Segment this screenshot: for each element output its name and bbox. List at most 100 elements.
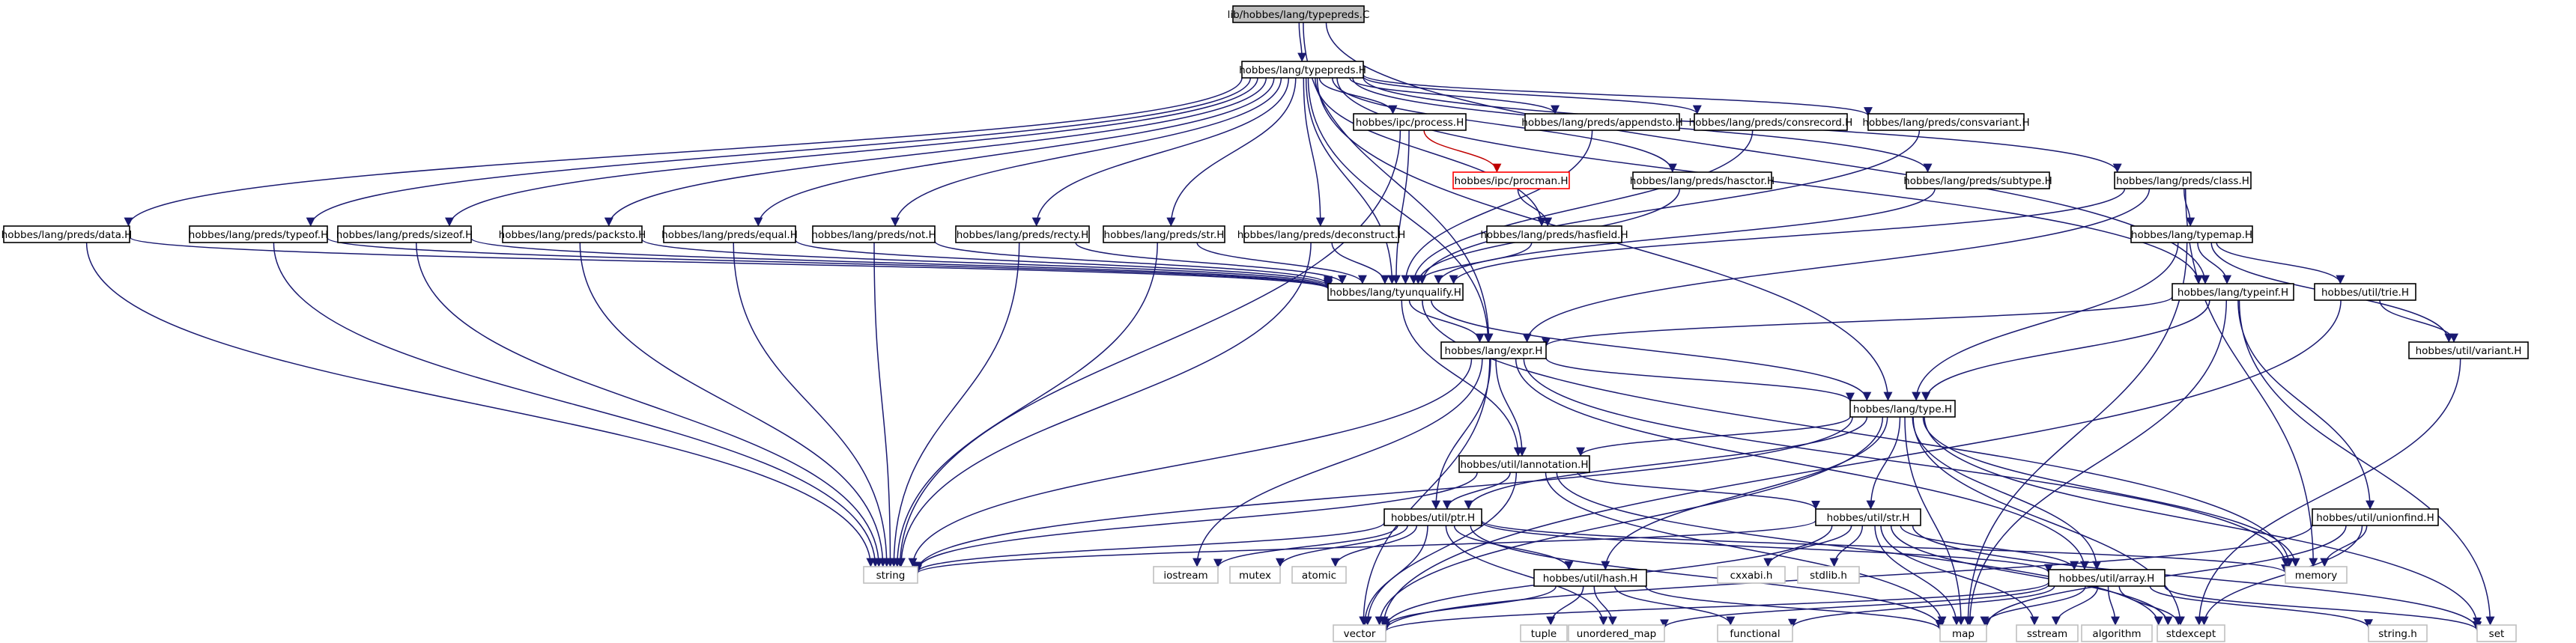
- node-equal[interactable]: hobbes/lang/preds/equal.H: [661, 225, 798, 243]
- node-expr[interactable]: hobbes/lang/expr.H: [1440, 341, 1547, 359]
- node-hasfield[interactable]: hobbes/lang/preds/hasfield.H: [1480, 225, 1628, 243]
- edge-tp-to-appendsto: [1349, 77, 1560, 115]
- node-not[interactable]: hobbes/lang/preds/not.H: [811, 225, 936, 243]
- edge-array-to-map: [1980, 585, 2086, 626]
- node-label-decon: hobbes/lang/preds/deconstruct.H: [1237, 229, 1406, 241]
- edge-ptr-to-array: [1481, 521, 2053, 573]
- node-label-array: hobbes/util/array.H: [2059, 573, 2155, 585]
- node-array[interactable]: hobbes/util/array.H: [2048, 569, 2166, 587]
- node-hasctor[interactable]: hobbes/lang/preds/hasctor.H: [1630, 171, 1775, 189]
- edge-ustr-to-map: [1874, 525, 1961, 626]
- node-label-stdexcept: stdexcept: [2166, 628, 2216, 640]
- node-box-stdlib: [1797, 566, 1860, 584]
- node-typeof[interactable]: hobbes/lang/preds/typeof.H: [189, 225, 328, 243]
- edge-type-to-map: [1904, 416, 1966, 626]
- node-box-sstream: [2016, 624, 2079, 642]
- node-typeinf[interactable]: hobbes/lang/typeinf.H: [2172, 283, 2294, 301]
- edge-type-to-set: [1924, 416, 2482, 627]
- node-label-hasfield: hobbes/lang/preds/hasfield.H: [1480, 229, 1628, 241]
- node-box-annot: [1458, 455, 1590, 473]
- edge-tp-to-process: [1318, 77, 1398, 115]
- edge-unionfind-to-map: [1982, 525, 2347, 627]
- edge-type-to-annot: [1576, 415, 1851, 457]
- node-stdexcept: stdexcept: [2157, 624, 2225, 642]
- edge-subtype-to-tyunq: [1434, 188, 1936, 284]
- node-procman[interactable]: hobbes/ipc/procman.H: [1452, 171, 1570, 189]
- node-hash[interactable]: hobbes/util/hash.H: [1533, 569, 1647, 587]
- node-consrec[interactable]: hobbes/lang/preds/consrecord.H: [1689, 113, 1853, 131]
- node-box-typemap: [2130, 225, 2253, 243]
- node-typemap[interactable]: hobbes/lang/typemap.H: [2130, 225, 2253, 243]
- edge-tp-to-equal: [754, 77, 1275, 227]
- node-mutex: mutex: [1229, 566, 1281, 584]
- node-string: string: [863, 566, 918, 584]
- edge-sizeof-to-tyunq: [470, 237, 1333, 289]
- node-box-appendsto: [1524, 113, 1680, 131]
- node-functional: functional: [1717, 624, 1793, 642]
- node-label-trie: hobbes/util/trie.H: [2321, 287, 2409, 299]
- node-packsto[interactable]: hobbes/lang/preds/packsto.H: [499, 225, 646, 243]
- node-tp[interactable]: hobbes/lang/typepreds.H: [1239, 61, 1366, 79]
- node-box-set: [2476, 624, 2517, 642]
- node-class[interactable]: hobbes/lang/preds/class.H: [2114, 171, 2252, 189]
- edge-expr-to-vector: [1359, 358, 1491, 626]
- node-unionfind[interactable]: hobbes/util/unionfind.H: [2312, 508, 2439, 526]
- node-annot[interactable]: hobbes/util/lannotation.H: [1458, 455, 1590, 473]
- edge-typeinf-to-unionfind: [2237, 299, 2375, 510]
- node-box-recty: [955, 225, 1090, 243]
- node-cxxabi: cxxabi.h: [1717, 566, 1786, 584]
- node-box-string: [863, 566, 918, 584]
- node-iostream: iostream: [1153, 566, 1219, 584]
- node-trie[interactable]: hobbes/util/trie.H: [2314, 283, 2416, 301]
- edge-hash-to-map: [1645, 585, 1945, 630]
- node-label-iostream: iostream: [1163, 570, 1207, 582]
- node-appendsto[interactable]: hobbes/lang/preds/appendsto.H: [1521, 113, 1683, 131]
- node-box-atomic: [1291, 566, 1347, 584]
- edge-type-to-string: [913, 416, 1853, 571]
- edge-class-to-typemap: [2183, 188, 2195, 227]
- node-ustr[interactable]: hobbes/util/str.H: [1815, 508, 1921, 526]
- node-decon[interactable]: hobbes/lang/preds/deconstruct.H: [1237, 225, 1406, 243]
- node-label-mutex: mutex: [1239, 570, 1271, 582]
- edge-consrec-to-tyunq: [1409, 129, 1754, 284]
- edge-tp-to-hasctor: [1331, 77, 1677, 173]
- node-label-unionfind: hobbes/util/unionfind.H: [2316, 512, 2434, 524]
- edge-packsto-to-string: [579, 242, 888, 567]
- edge-expr-to-memory: [1523, 358, 2291, 567]
- node-str[interactable]: hobbes/lang/preds/str.H: [1103, 225, 1225, 243]
- node-data[interactable]: hobbes/lang/preds/data.H: [1, 225, 133, 243]
- node-label-root: lib/hobbes/lang/typepreds.C: [1228, 9, 1370, 21]
- node-subtype[interactable]: hobbes/lang/preds/subtype.H: [1903, 171, 2052, 189]
- node-box-consrec: [1694, 113, 1848, 131]
- edge-unionfind-to-stdexcept: [2199, 525, 2363, 626]
- node-box-mutex: [1229, 566, 1281, 584]
- edge-array-to-algorithm: [2107, 585, 2120, 626]
- edge-ptr-to-mutex: [1276, 525, 1408, 567]
- edge-root-to-tp: [1297, 22, 1307, 62]
- edge-array-to-functional: [1788, 585, 2055, 628]
- node-tyunq[interactable]: hobbes/lang/tyunqualify.H: [1327, 283, 1464, 301]
- node-box-typeinf: [2172, 283, 2294, 301]
- node-process[interactable]: hobbes/ipc/process.H: [1353, 113, 1467, 131]
- node-recty[interactable]: hobbes/lang/preds/recty.H: [955, 225, 1090, 243]
- node-box-root: [1232, 5, 1365, 23]
- node-label-algorithm: algorithm: [2092, 628, 2141, 640]
- edge-array-to-set: [2164, 585, 2482, 631]
- node-box-functional: [1717, 624, 1793, 642]
- edge-data-to-string: [85, 242, 876, 567]
- node-label-variant: hobbes/util/variant.H: [2416, 345, 2522, 357]
- edge-typeinf-to-type: [1921, 299, 2210, 401]
- edge-ustr-to-array: [1900, 525, 2079, 570]
- node-label-equal: hobbes/lang/preds/equal.H: [661, 229, 798, 241]
- node-sizeof[interactable]: hobbes/lang/preds/sizeof.H: [336, 225, 473, 243]
- node-type[interactable]: hobbes/lang/type.H: [1849, 400, 1956, 418]
- node-box-ustr: [1815, 508, 1921, 526]
- edge-array-to-stdexcept: [2118, 585, 2183, 626]
- node-label-set: set: [2489, 628, 2505, 640]
- edge-type-to-vector: [1375, 416, 1884, 626]
- node-ptr[interactable]: hobbes/util/ptr.H: [1384, 508, 1482, 526]
- edge-class-to-expr: [1522, 188, 2151, 343]
- node-variant[interactable]: hobbes/util/variant.H: [2408, 341, 2529, 359]
- node-consvar[interactable]: hobbes/lang/preds/consvariant.H: [1862, 113, 2030, 131]
